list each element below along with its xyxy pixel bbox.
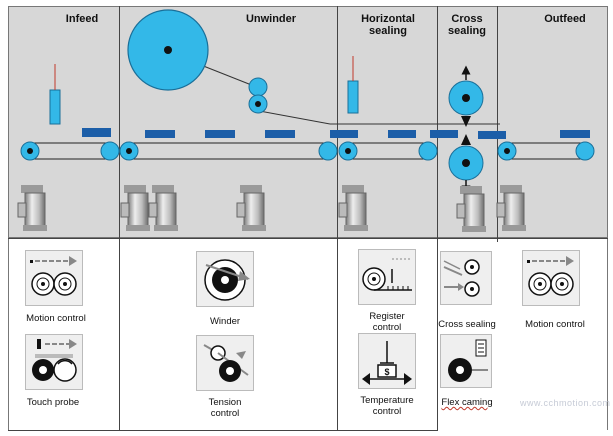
products — [82, 128, 590, 139]
conveyor-infeed — [20, 141, 120, 161]
dancer-rollers — [248, 77, 268, 114]
machine-drawing — [17, 9, 595, 232]
divider-band — [8, 238, 608, 239]
servo-motor-7 — [496, 185, 526, 231]
divider-horizontal-cross — [437, 6, 438, 430]
flex-caming-icon — [440, 334, 492, 388]
function-section-band — [8, 238, 608, 430]
servo-motor-3 — [148, 185, 178, 231]
divider-unwinder-horizontal — [337, 6, 338, 430]
cross-sealing-jaws — [448, 65, 484, 195]
divider-bottom-left — [8, 430, 438, 431]
film-web — [167, 51, 500, 125]
tension-control-icon — [196, 335, 254, 391]
conveyor-unwinder — [119, 141, 338, 161]
register-sensor — [347, 56, 359, 114]
servo-motor-1 — [17, 185, 47, 231]
caption-cross-sealing: Cross sealing — [438, 319, 496, 330]
stage-title-infeed: Infeed — [65, 13, 99, 25]
watermark: www.cchmotion.com — [520, 398, 611, 408]
stage-title-outfeed: Outfeed — [544, 13, 586, 25]
register-control-icon — [358, 249, 416, 305]
caption-motion-control-right: Motion control — [525, 319, 585, 330]
servo-motor-2 — [120, 185, 150, 231]
caption-tension-control: Tension control — [208, 397, 242, 419]
unwinder-reel — [127, 9, 209, 91]
stage-title-unwinder: Unwinder — [245, 13, 297, 25]
servo-motor-6 — [456, 186, 486, 232]
caption-touch-probe: Touch probe — [26, 397, 80, 408]
winder-icon — [196, 251, 254, 307]
caption-winder: Winder — [209, 316, 241, 327]
motion-control-icon-outfeed — [522, 250, 580, 306]
conveyor-outfeed — [497, 141, 595, 161]
caption-register-control: Register control — [369, 311, 405, 333]
touch-probe-sensor — [49, 64, 61, 125]
svg-text:$: $ — [384, 367, 389, 377]
touch-probe-icon — [25, 334, 83, 390]
stage-title-cross-sealing: Cross sealing — [448, 13, 486, 37]
divider-infeed-unwinder — [119, 6, 120, 430]
motion-control-icon — [25, 250, 83, 306]
caption-motion-control-left: Motion control — [26, 313, 86, 324]
cross-sealing-icon — [440, 251, 492, 305]
caption-temperature-control: Temperature control — [360, 395, 414, 417]
servo-motor-5 — [338, 185, 368, 231]
caption-flex-caming: Flex caming — [441, 397, 493, 408]
servo-motor-4 — [236, 185, 266, 231]
conveyor-horizontal — [338, 141, 438, 161]
stage-title-horizontal-sealing: Horizontal sealing — [361, 13, 415, 37]
temperature-control-icon: $ — [358, 333, 416, 389]
